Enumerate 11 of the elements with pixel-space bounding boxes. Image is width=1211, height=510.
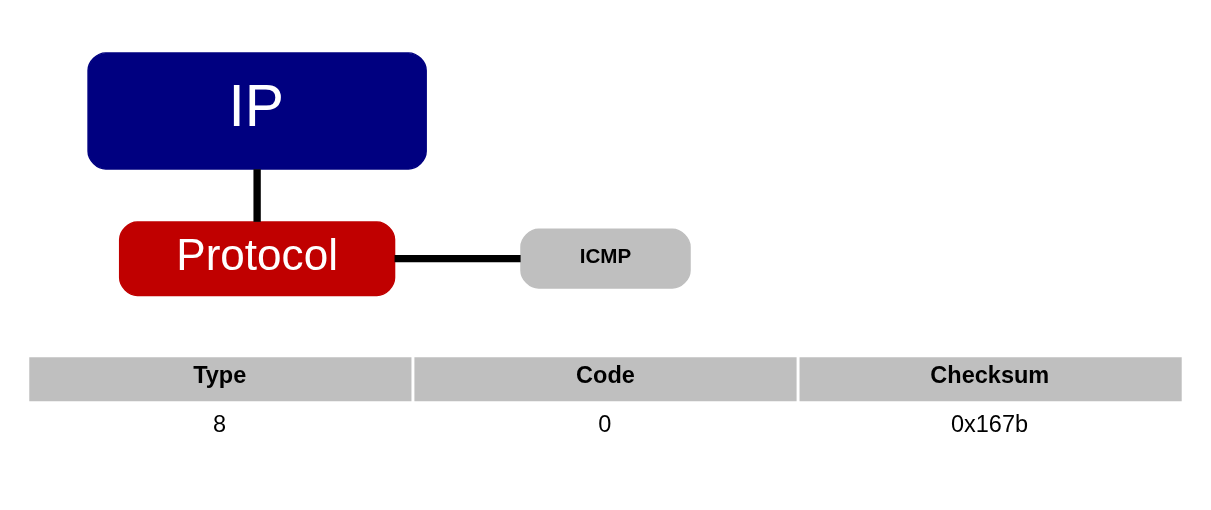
node-box: ICMP [520,228,691,289]
node-box: IP [87,52,427,170]
label: Checksum [930,362,1050,389]
label: 0x167b [950,410,1029,437]
connector [253,169,261,222]
label: Code [576,362,635,389]
label: Type [193,362,247,389]
label: 8 [213,410,227,437]
connector [394,255,521,263]
label: 0 [598,410,612,437]
node-box: Protocol [118,221,396,297]
